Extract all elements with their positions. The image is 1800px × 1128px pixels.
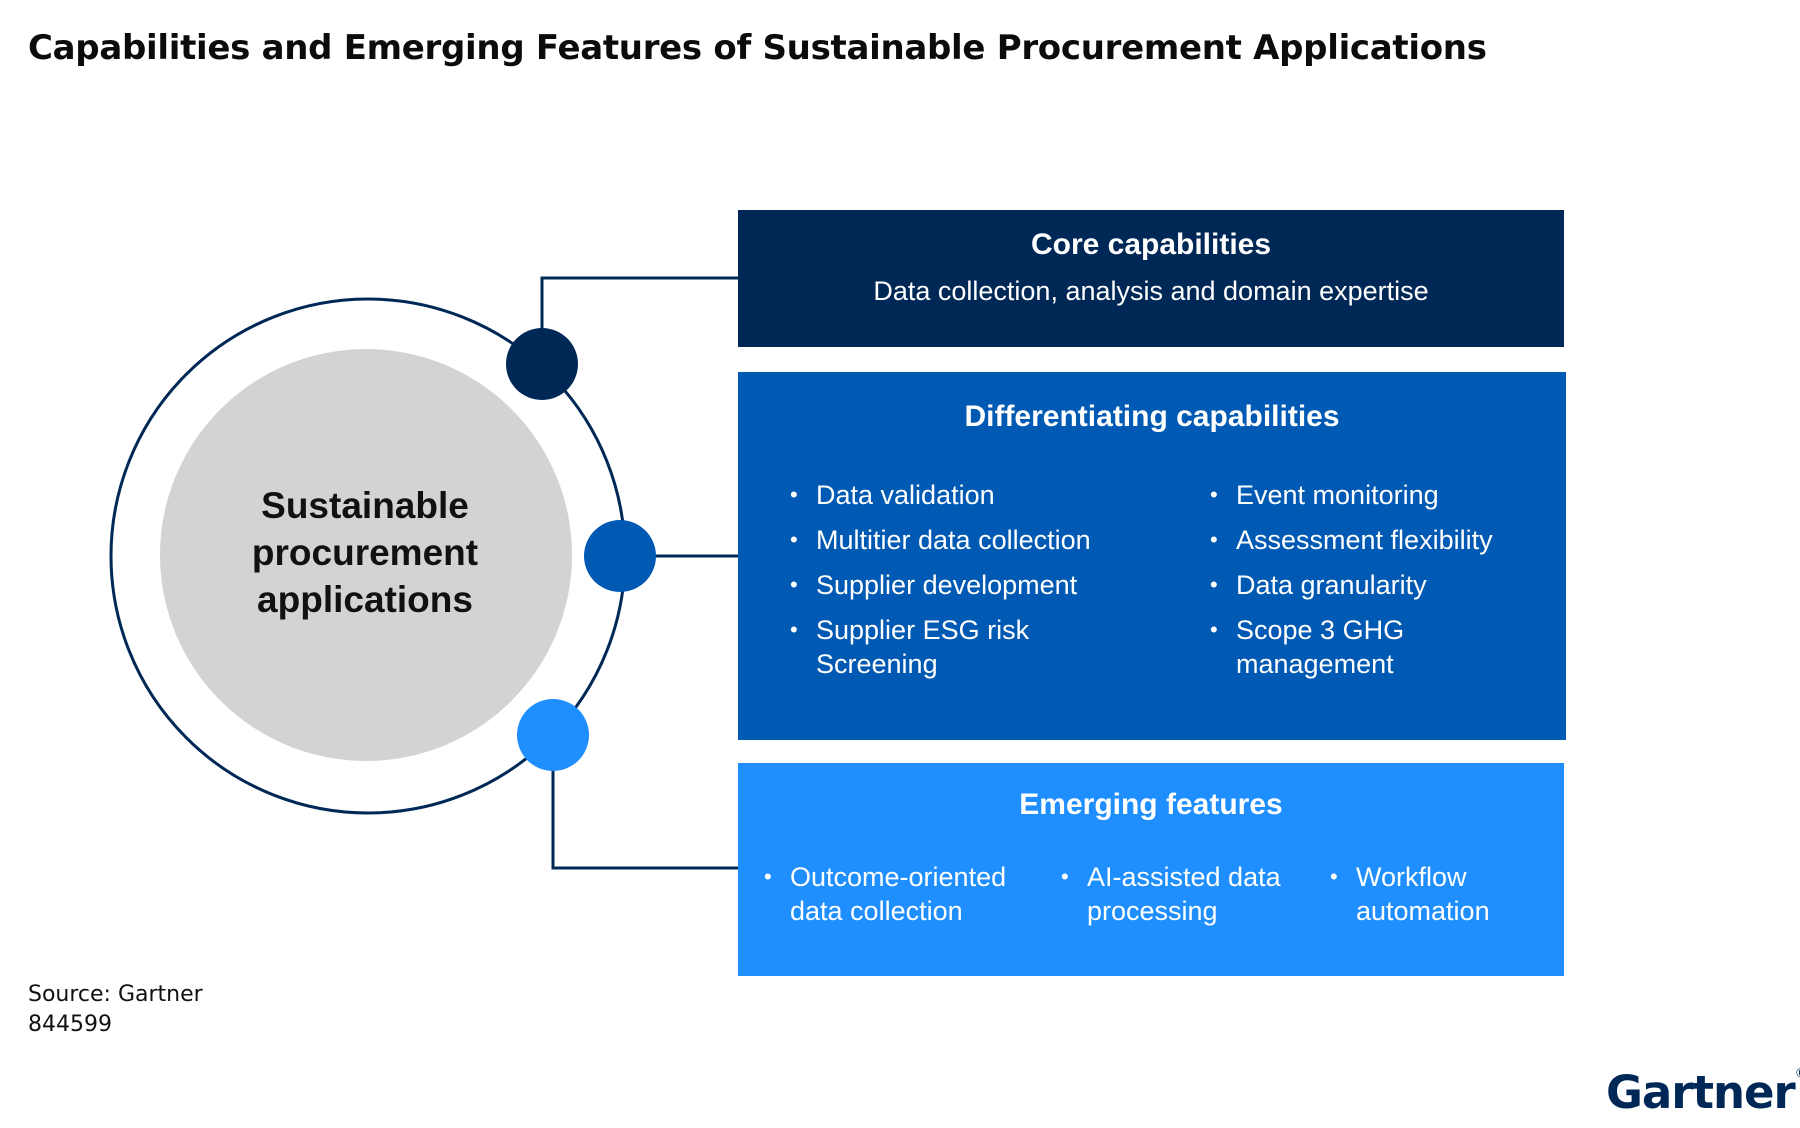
emerging-features-panel: Emerging features • Outcome-oriented data…: [738, 763, 1564, 976]
core-capabilities-subtitle: Data collection, analysis and domain exp…: [873, 276, 1429, 306]
gartner-logo: Gartner®: [1606, 1066, 1800, 1119]
logo-text: Gartner: [1606, 1066, 1796, 1119]
source-note: Source: Gartner 844599: [28, 980, 203, 1040]
registered-mark: ®: [1795, 1066, 1800, 1080]
list-item-text: Supplier ESG risk Screening: [816, 615, 1030, 679]
center-label-line: procurement: [251, 532, 479, 573]
source-text: Source: Gartner: [28, 982, 203, 1007]
figure-id: 844599: [28, 1012, 112, 1037]
list-item-text: Event monitoring: [1236, 480, 1439, 510]
node-differentiating: [584, 520, 656, 592]
list-item-text: Data granularity: [1236, 570, 1427, 600]
list-item: • Supplier development: [790, 568, 1120, 602]
bullet: •: [1330, 864, 1338, 889]
differentiating-right-list: • Event monitoring • Assessment flexibilit…: [1210, 478, 1530, 692]
bullet: •: [790, 482, 798, 507]
list-item: • Workflow automation: [1330, 860, 1530, 928]
center-label-line: Sustainable: [261, 485, 469, 526]
list-item: • Multitier data collection: [790, 523, 1120, 557]
center-circle: [160, 349, 572, 761]
node-emerging: [517, 699, 589, 771]
bullet: •: [764, 864, 772, 889]
list-item: • Supplier ESG risk Screening: [790, 613, 1120, 681]
differentiating-capabilities-title: Differentiating capabilities: [964, 400, 1340, 433]
list-item: • Data validation: [790, 478, 1120, 512]
list-item: • Assessment flexibility: [1210, 523, 1530, 557]
list-item-text: Scope 3 GHG management: [1236, 615, 1405, 679]
bullet: •: [1210, 482, 1218, 507]
list-item-text: Workflow automation: [1356, 862, 1490, 926]
bullet: •: [1210, 527, 1218, 552]
emerging-list-2: • AI-assisted data processing: [1061, 860, 1301, 939]
center-label-line: applications: [257, 579, 473, 620]
list-item-text: Outcome-oriented data collection: [790, 862, 1007, 926]
emerging-list-3: • Workflow automation: [1330, 860, 1530, 939]
bullet: •: [790, 572, 798, 597]
list-item-text: Assessment flexibility: [1236, 525, 1493, 555]
page-title: Capabilities and Emerging Features of Su…: [28, 28, 1487, 68]
list-item-text: Supplier development: [816, 570, 1078, 600]
emerging-features-title: Emerging features: [1019, 788, 1283, 821]
bullet: •: [1210, 617, 1218, 642]
list-item-text: Multitier data collection: [816, 525, 1091, 555]
differentiating-left-list: • Data validation • Multitier data collect…: [790, 478, 1120, 692]
list-item: • Scope 3 GHG management: [1210, 613, 1530, 681]
core-capabilities-title: Core capabilities: [1030, 228, 1272, 261]
bullet: •: [790, 617, 798, 642]
list-item-text: AI-assisted data processing: [1087, 862, 1281, 926]
list-item: • Event monitoring: [1210, 478, 1530, 512]
list-item: • Outcome-oriented data collection: [764, 860, 1034, 928]
bullet: •: [1210, 572, 1218, 597]
bullet: •: [1061, 864, 1069, 889]
list-item-text: Data validation: [816, 480, 995, 510]
connector-emerging: [551, 735, 738, 870]
list-item: • Data granularity: [1210, 568, 1530, 602]
differentiating-capabilities-panel: Differentiating capabilities • Data valid…: [738, 372, 1566, 740]
emerging-list-1: • Outcome-oriented data collection: [764, 860, 1034, 939]
node-core: [506, 328, 578, 400]
center-label: Sustainable procurement applications: [160, 482, 570, 623]
list-item: • AI-assisted data processing: [1061, 860, 1301, 928]
bullet: •: [790, 527, 798, 552]
core-capabilities-panel: Core capabilities Data collection, analy…: [738, 210, 1564, 347]
